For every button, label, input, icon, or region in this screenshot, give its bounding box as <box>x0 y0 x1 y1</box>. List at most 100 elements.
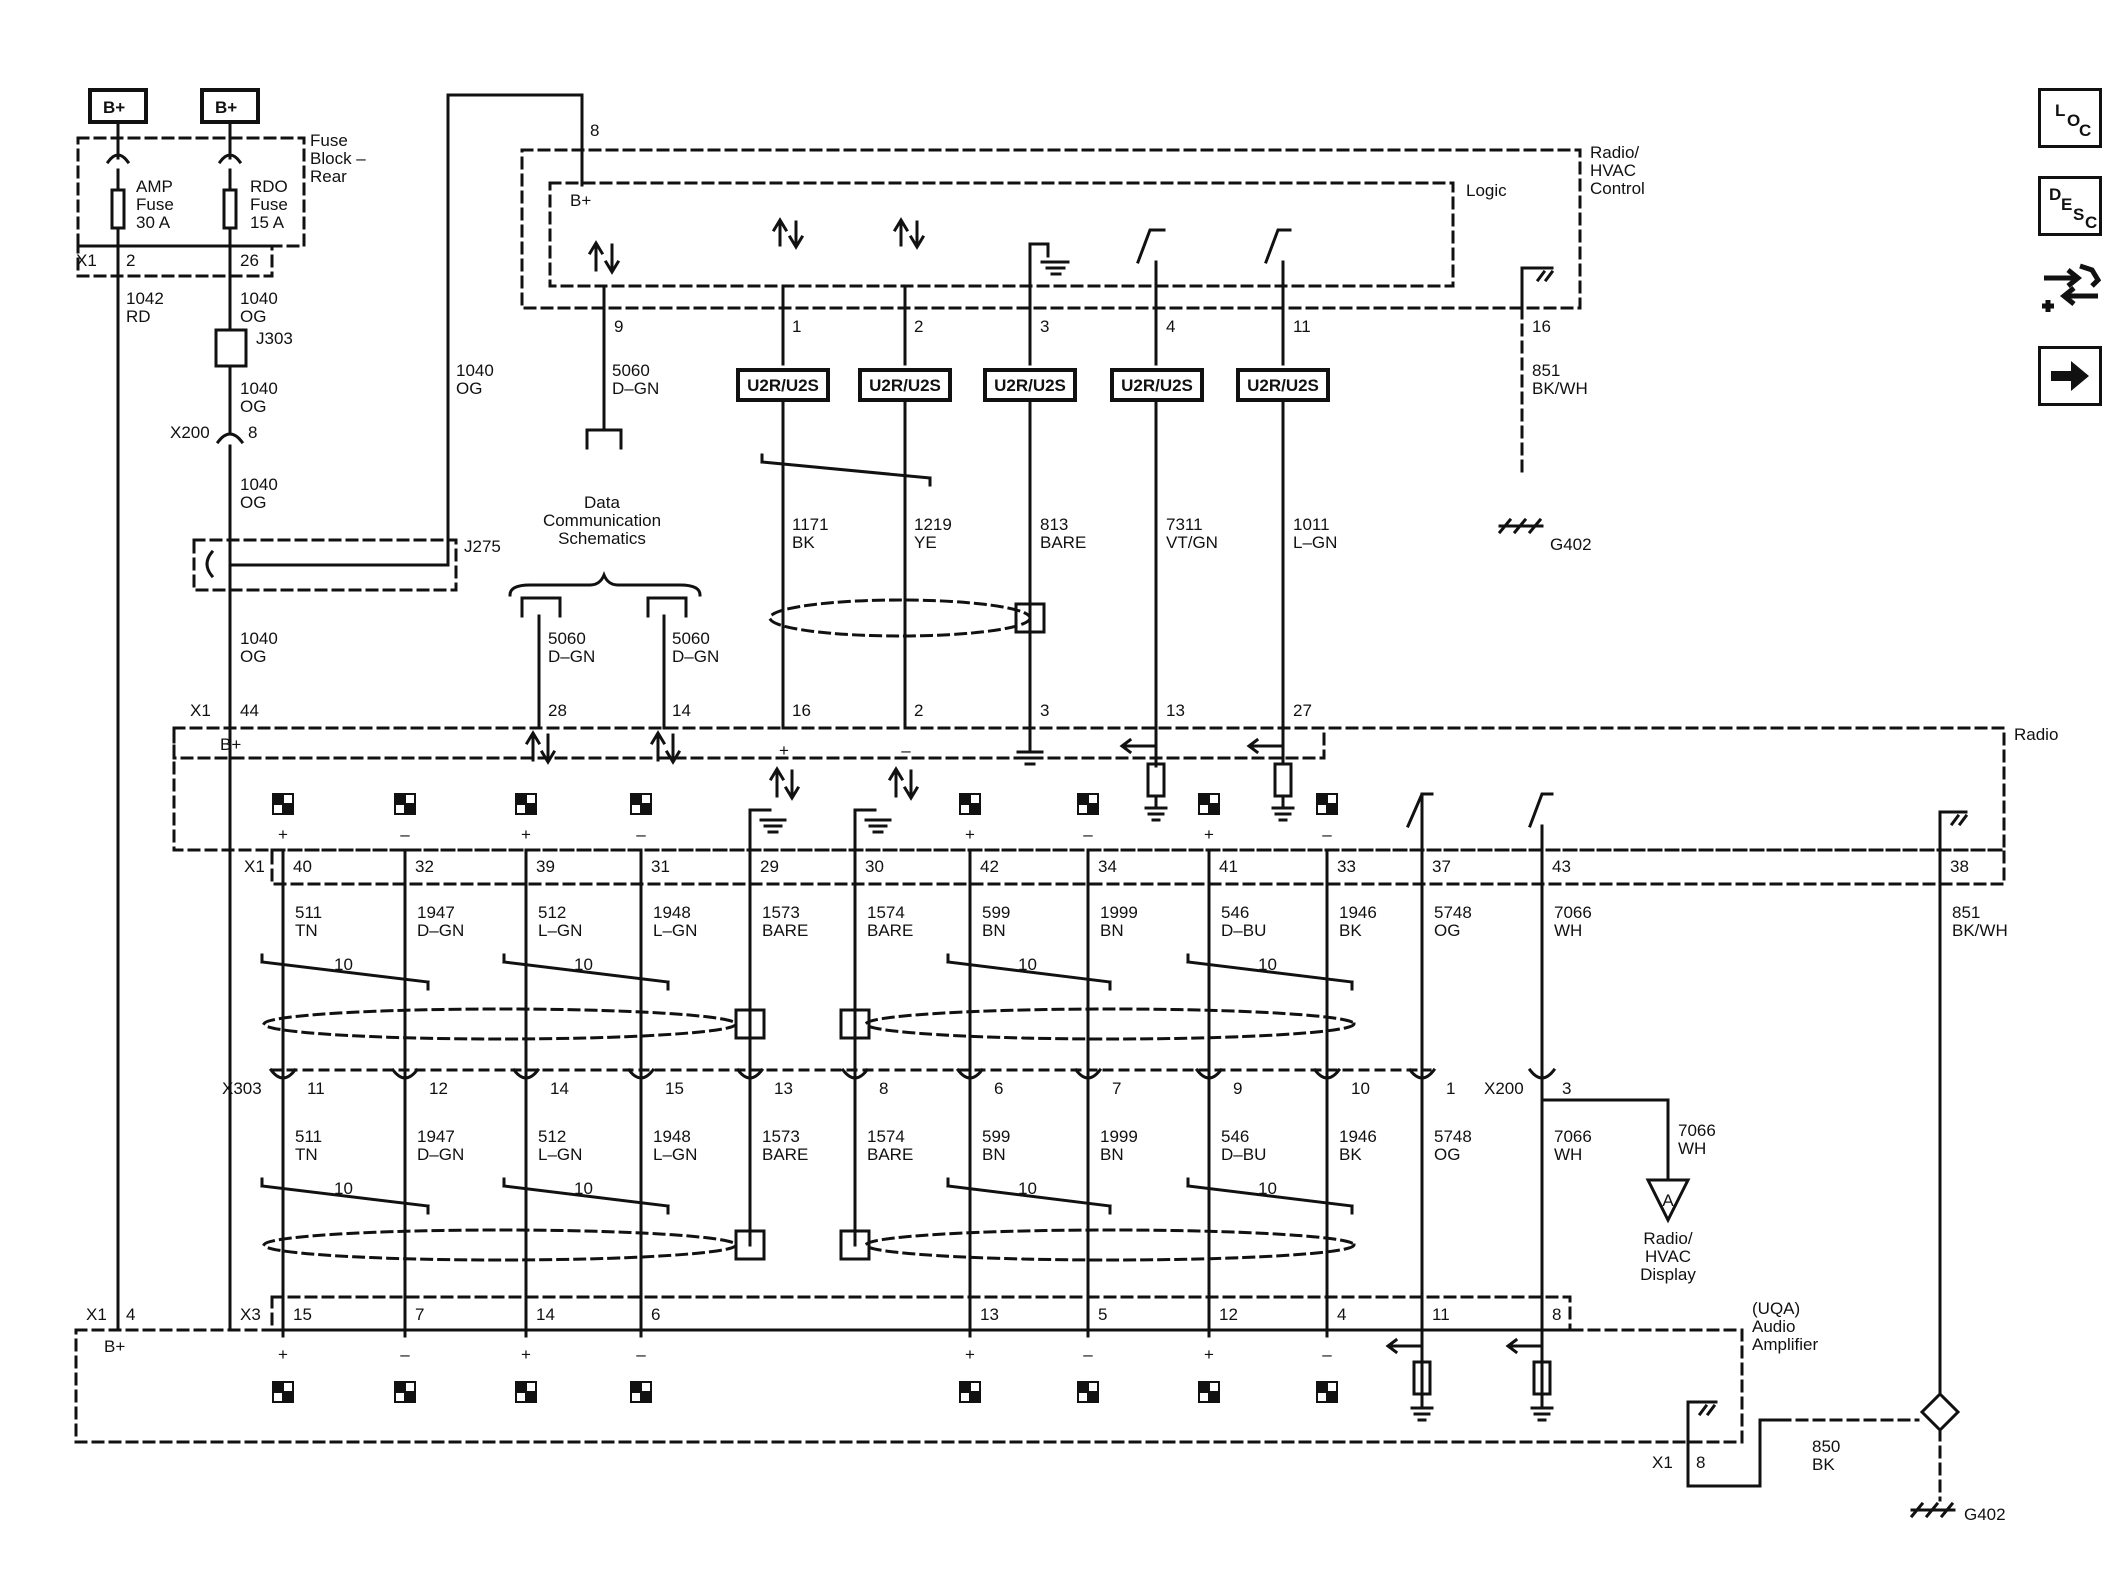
svg-text:Amplifier: Amplifier <box>1752 1335 1818 1354</box>
polarity-label: + <box>1204 825 1214 844</box>
svg-text:D–GN: D–GN <box>612 379 659 398</box>
svg-text:3: 3 <box>1562 1079 1571 1098</box>
svg-text:Control: Control <box>1590 179 1645 198</box>
fuse-block-title: Fuse <box>310 131 348 150</box>
svg-text:BK/WH: BK/WH <box>1532 379 1588 398</box>
speaker-terminal-icon <box>394 1381 416 1403</box>
svg-text:X1: X1 <box>190 701 211 720</box>
pin-label: 10 <box>1351 1079 1370 1098</box>
polarity-label: – <box>636 1345 646 1364</box>
wire-color-label: BN <box>982 1145 1006 1164</box>
pin-label: 1 <box>1446 1079 1455 1098</box>
wire-color-label: D–GN <box>417 1145 464 1164</box>
wire-number-label: 1948 <box>653 903 691 922</box>
svg-text:2: 2 <box>914 317 923 336</box>
pin-label: 33 <box>1337 857 1356 876</box>
description-button[interactable]: D E S C <box>2038 176 2102 236</box>
polarity-label: + <box>1204 1345 1214 1364</box>
wire-number-label: 546 <box>1221 903 1249 922</box>
pin-label: 40 <box>293 857 312 876</box>
pin-label: 13 <box>774 1079 793 1098</box>
svg-text:26: 26 <box>240 251 259 270</box>
pin-label: 14 <box>536 1305 555 1324</box>
svg-text:1011: 1011 <box>1293 515 1330 534</box>
pin-label: 42 <box>980 857 999 876</box>
speaker-terminal-icon <box>515 793 537 815</box>
display-label: Radio/ <box>1643 1229 1692 1248</box>
wire-color-label: BK/WH <box>1952 921 2008 940</box>
svg-text:14: 14 <box>672 701 691 720</box>
bplus-label: B+ <box>103 98 125 117</box>
svg-text:X1: X1 <box>86 1305 107 1324</box>
wire-color-label: L–GN <box>538 1145 582 1164</box>
twist-count-label: 10 <box>1018 1179 1037 1198</box>
connector-info-button[interactable] <box>2036 256 2106 326</box>
svg-text:5060: 5060 <box>612 361 650 380</box>
svg-text:7311: 7311 <box>1166 515 1203 534</box>
svg-text:Rear: Rear <box>310 167 347 186</box>
svg-text:BARE: BARE <box>1040 533 1086 552</box>
svg-text:8: 8 <box>248 423 257 442</box>
svg-text:5060: 5060 <box>672 629 710 648</box>
polarity-label: – <box>1322 1345 1332 1364</box>
wire-color-label: BK <box>1339 1145 1362 1164</box>
wire-color-label: WH <box>1554 921 1582 940</box>
polarity-label: + <box>521 1345 531 1364</box>
svg-text:8: 8 <box>1696 1453 1705 1472</box>
pin-label: 11 <box>307 1079 325 1098</box>
speaker-terminal-icon <box>1198 1381 1220 1403</box>
svg-text:J275: J275 <box>464 537 501 556</box>
wire-color-label: WH <box>1554 1145 1582 1164</box>
wire-color-label: D–BU <box>1221 1145 1266 1164</box>
pin-label: 7 <box>415 1305 424 1324</box>
fuse-block <box>76 136 306 1332</box>
radio-hvac-control-title: Radio/ <box>1590 143 1639 162</box>
wire-color-label: OG <box>1434 921 1460 940</box>
twist-count-label: 10 <box>1258 955 1277 974</box>
logic-box <box>548 181 1455 288</box>
u2r-tag: U2R/U2S <box>1247 376 1319 395</box>
svg-text:HVAC: HVAC <box>1645 1247 1691 1266</box>
svg-text:7066: 7066 <box>1678 1121 1716 1140</box>
wire-number-label: 7066 <box>1554 903 1592 922</box>
wire-number-label: 851 <box>1952 903 1980 922</box>
svg-text:2: 2 <box>914 701 923 720</box>
svg-text:X1: X1 <box>1652 1453 1673 1472</box>
svg-text:1040: 1040 <box>240 475 278 494</box>
wire-number-label: 1574 <box>867 903 905 922</box>
svg-text:X200: X200 <box>170 423 210 442</box>
desc-icon: D <box>2049 185 2062 204</box>
svg-text:Block –: Block – <box>310 149 366 168</box>
polarity-label: + <box>965 1345 975 1364</box>
speaker-terminal-icon <box>959 1381 981 1403</box>
svg-text:1040: 1040 <box>240 379 278 398</box>
svg-text:D–GN: D–GN <box>672 647 719 666</box>
svg-text:44: 44 <box>240 701 259 720</box>
location-button[interactable]: L O C <box>2038 88 2102 148</box>
u2r-tag: U2R/U2S <box>1121 376 1193 395</box>
pin-label: 31 <box>651 857 670 876</box>
svg-text:A: A <box>1662 1191 1674 1210</box>
pin-label: 39 <box>536 857 555 876</box>
u2r-tag: U2R/U2S <box>869 376 941 395</box>
loc-icon: L <box>2055 101 2066 120</box>
pin-label: 43 <box>1552 857 1571 876</box>
twist-count-label: 10 <box>334 955 353 974</box>
svg-text:B+: B+ <box>220 735 241 754</box>
speaker-terminals <box>272 793 1338 1403</box>
wire-color-label: D–BU <box>1221 921 1266 940</box>
next-page-button[interactable] <box>2038 346 2102 406</box>
wire-number-label: 1573 <box>762 1127 800 1146</box>
pin-label: 41 <box>1219 857 1238 876</box>
polarity-label: – <box>636 825 646 844</box>
pin-label: 6 <box>994 1079 1003 1098</box>
svg-text:X303: X303 <box>222 1079 262 1098</box>
svg-text:Schematics: Schematics <box>558 529 646 548</box>
wire-color-label: L–GN <box>653 921 697 940</box>
wire-number-label: 1947 <box>417 903 455 922</box>
speaker-terminal-icon <box>272 1381 294 1403</box>
polarity-label: + <box>278 825 288 844</box>
pin-label: 32 <box>415 857 434 876</box>
polarity-label: – <box>400 1345 410 1364</box>
pin-label: 8 <box>1552 1305 1561 1324</box>
